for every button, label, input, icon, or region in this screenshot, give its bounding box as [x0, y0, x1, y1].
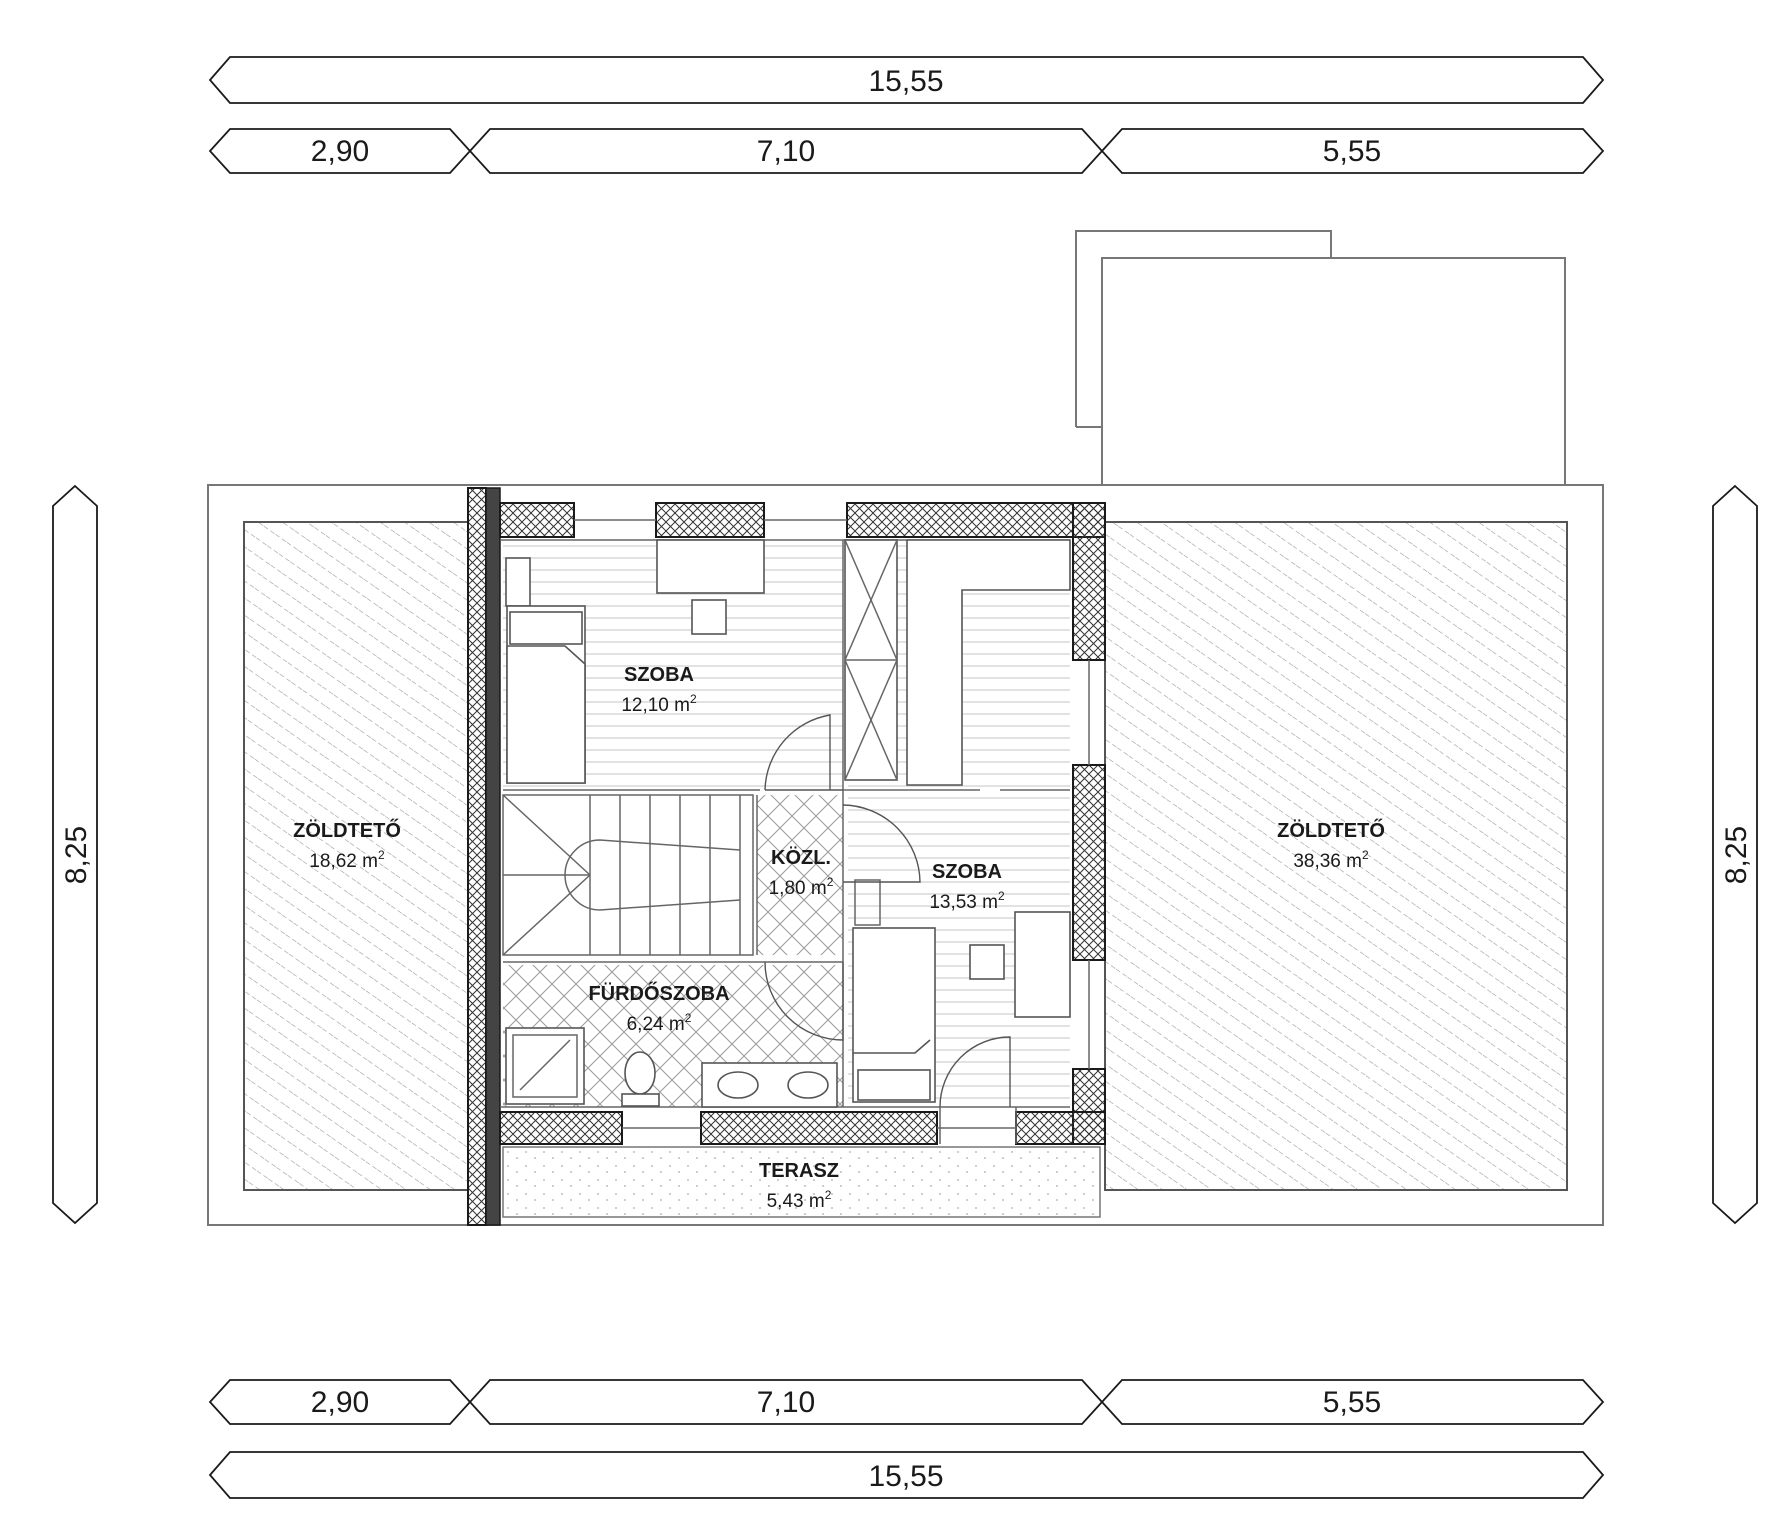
dimension-label: 15,55	[868, 1460, 943, 1493]
svg-text:FÜRDŐSZOBA: FÜRDŐSZOBA	[588, 982, 729, 1005]
windows	[574, 519, 1090, 1129]
dimension-label: 7,10	[757, 135, 815, 168]
svg-text:5,43 m2: 5,43 m2	[767, 1188, 832, 1212]
dimension-left-height: 8,25	[52, 484, 98, 1225]
room-label-furdoszoba: FÜRDŐSZOBA 6,24 m2	[588, 982, 729, 1035]
dimension-right-height: 8,25	[1712, 484, 1758, 1225]
svg-text:TERASZ: TERASZ	[759, 1160, 839, 1182]
svg-text:6,24 m2: 6,24 m2	[627, 1011, 692, 1035]
dimension-bottom-total: 15,55	[208, 1451, 1605, 1499]
room-label-zoldteto-right: ZÖLDTETŐ 38,36 m2	[1277, 819, 1385, 872]
green-roof-right	[1104, 521, 1568, 1191]
dimension-label: 2,90	[311, 135, 369, 168]
building-outline	[207, 484, 1604, 1226]
svg-text:18,62 m2: 18,62 m2	[309, 848, 385, 872]
dimension-label: 8,25	[60, 826, 93, 884]
lower-floor-outline	[1075, 230, 1566, 485]
dimension-top-segments: 2,90 7,10 5,55	[208, 128, 1605, 174]
room-label-kozl: KÖZL. 1,80 m2	[769, 846, 834, 899]
svg-text:ZÖLDTETŐ: ZÖLDTETŐ	[1277, 819, 1385, 842]
doors	[764, 714, 1017, 1144]
dimension-label: 5,55	[1323, 1386, 1381, 1419]
dimension-top-total: 15,55	[208, 56, 1605, 104]
walls	[467, 487, 1106, 1226]
toilet	[624, 1051, 656, 1095]
sink-right	[787, 1071, 829, 1099]
dimension-label: 15,55	[868, 65, 943, 98]
furniture-room-right	[852, 879, 1071, 1103]
green-roof-left	[243, 521, 469, 1191]
dimension-label: 8,25	[1720, 826, 1753, 884]
dimension-label: 7,10	[757, 1386, 815, 1419]
room-label-szoba-right: SZOBA 13,53 m2	[929, 861, 1005, 913]
svg-text:SZOBA: SZOBA	[932, 861, 1002, 883]
furniture-room-top	[505, 539, 765, 784]
terrace-floor	[502, 1146, 1101, 1218]
sink-left	[717, 1071, 759, 1099]
staircase	[502, 794, 754, 956]
room-floor-kozl	[757, 795, 843, 955]
furniture-bathroom	[505, 1027, 838, 1108]
wardrobe	[844, 539, 1071, 786]
svg-text:38,36 m2: 38,36 m2	[1293, 848, 1369, 872]
dimension-label: 2,90	[311, 1386, 369, 1419]
svg-text:SZOBA: SZOBA	[624, 664, 694, 686]
svg-text:12,10 m2: 12,10 m2	[621, 692, 697, 716]
room-label-szoba-top: SZOBA 12,10 m2	[621, 664, 697, 716]
dimension-bottom-segments: 2,90 7,10 5,55	[208, 1379, 1605, 1425]
room-label-zoldteto-left: ZÖLDTETŐ 18,62 m2	[293, 819, 401, 872]
room-label-terasz: TERASZ 5,43 m2	[759, 1160, 839, 1212]
svg-text:ZÖLDTETŐ: ZÖLDTETŐ	[293, 819, 401, 842]
dimension-label: 5,55	[1323, 135, 1381, 168]
svg-text:KÖZL.: KÖZL.	[771, 846, 831, 869]
svg-text:13,53 m2: 13,53 m2	[929, 889, 1005, 913]
svg-text:1,80 m2: 1,80 m2	[769, 875, 834, 899]
